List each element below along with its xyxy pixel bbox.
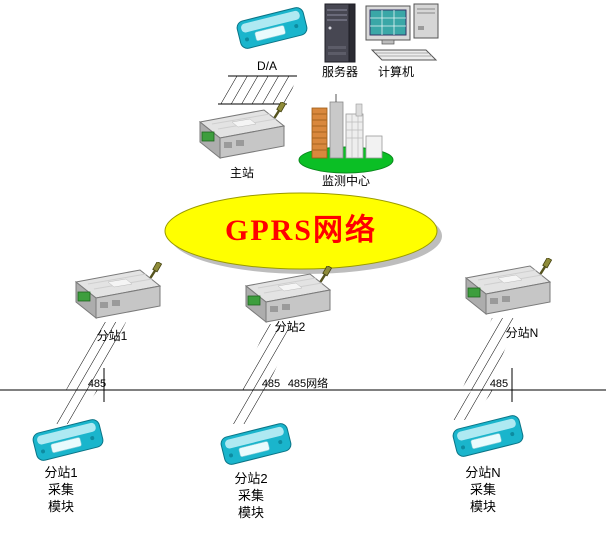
server-label: 服务器 [321, 65, 358, 79]
substation1-label: 分站1 [96, 329, 128, 343]
link-subN-bus [462, 318, 518, 390]
link-da-master [218, 75, 297, 105]
da-module-icon [235, 5, 309, 51]
bus-tap1-label: 485 [87, 378, 107, 390]
master-modem-icon [198, 102, 287, 160]
collector2-label: 分站2 采集 模块 [234, 471, 268, 520]
collector2-module-icon [219, 421, 293, 467]
bus-tap2-label: 485 [261, 378, 281, 390]
substation2-label: 分站2 [274, 320, 306, 334]
gprs-cloud-shape [164, 192, 442, 274]
bus-name-label: 485网络 [287, 378, 329, 390]
gprs-cloud-label: GPRS网络 [224, 214, 377, 247]
substationN-modem-icon [464, 258, 553, 316]
substation1-modem-icon [74, 262, 163, 320]
bus-tap3-label: 485 [489, 378, 509, 390]
computer-label: 计算机 [377, 65, 414, 79]
computer-icon [365, 3, 439, 61]
collectorN-label: 分站N 采集 模块 [465, 465, 501, 514]
substation2-modem-icon [244, 266, 333, 324]
link-sub2-bus [238, 324, 296, 390]
da-label: D/A [256, 59, 277, 73]
monitor-center-icon [298, 93, 394, 174]
server-icon [324, 3, 356, 63]
link-bus-collector2 [226, 390, 272, 424]
collectorN-module-icon [451, 413, 525, 459]
master-label: 主站 [229, 166, 254, 180]
link-bus-collectorN [448, 390, 494, 420]
link-bus-collector1 [50, 390, 98, 424]
substationN-label: 分站N [505, 326, 539, 340]
collector1-label: 分站1 采集 模块 [44, 465, 78, 514]
monitor-center-label: 监测中心 [321, 174, 370, 188]
collector1-module-icon [31, 417, 105, 463]
link-sub1-bus [66, 322, 126, 390]
